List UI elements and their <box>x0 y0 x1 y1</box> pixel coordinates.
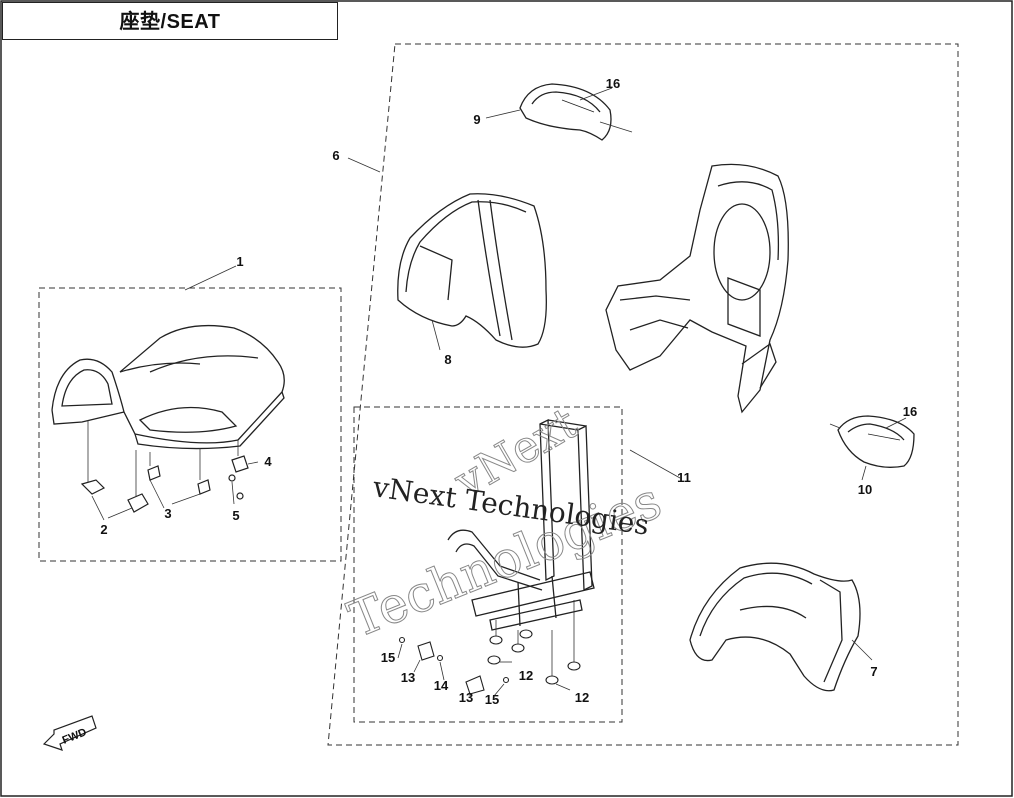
callout-c9: 9 <box>473 112 480 127</box>
callout-c10: 10 <box>858 482 872 497</box>
fwd-arrow-icon: FWD <box>42 715 97 751</box>
callout-c5: 5 <box>232 508 239 523</box>
page-title: 座垫/SEAT <box>119 11 221 33</box>
callout-c15b: 15 <box>485 692 499 707</box>
lower-shell-drawing <box>689 562 861 692</box>
callout-c11: 11 <box>677 470 691 485</box>
callout-c2: 2 <box>100 522 107 537</box>
watermark: Technologies vNext vNext Technologies <box>340 397 670 649</box>
handle-10-drawing <box>837 415 915 468</box>
callout-c12a: 12 <box>519 668 533 683</box>
callout-c8: 8 <box>444 352 451 367</box>
backrest-shell-drawing <box>605 163 789 414</box>
callout-c6: 6 <box>332 148 339 163</box>
title-box: 座垫/SEAT <box>2 2 338 40</box>
frame-fasteners <box>398 629 581 695</box>
handle-9-drawing <box>519 83 612 141</box>
frame-leader-lines <box>397 449 681 697</box>
callout-c4: 4 <box>264 454 272 469</box>
callout-c3: 3 <box>164 506 171 521</box>
group-box-seat-1 <box>38 287 342 562</box>
group-box-seat-6 <box>327 43 959 746</box>
callout-c15a: 15 <box>381 650 395 665</box>
seat-cushion-drawing <box>51 324 285 450</box>
callout-c12b: 12 <box>575 690 589 705</box>
seat-frame-drawing <box>447 418 595 631</box>
seat-mount-parts <box>80 455 249 513</box>
callout-c16b: 16 <box>903 404 917 419</box>
callout-c7: 7 <box>870 664 877 679</box>
callout-c13b: 13 <box>459 690 473 705</box>
seat-back-drawing <box>397 193 547 348</box>
callout-c13a: 13 <box>401 670 415 685</box>
callout-c1: 1 <box>236 254 243 269</box>
main-leader-lines <box>347 87 907 661</box>
callout-c16a: 16 <box>606 76 620 91</box>
group-box-frame-11 <box>353 406 623 723</box>
seat-leader-lines <box>87 265 259 521</box>
callout-c14: 14 <box>434 678 449 693</box>
